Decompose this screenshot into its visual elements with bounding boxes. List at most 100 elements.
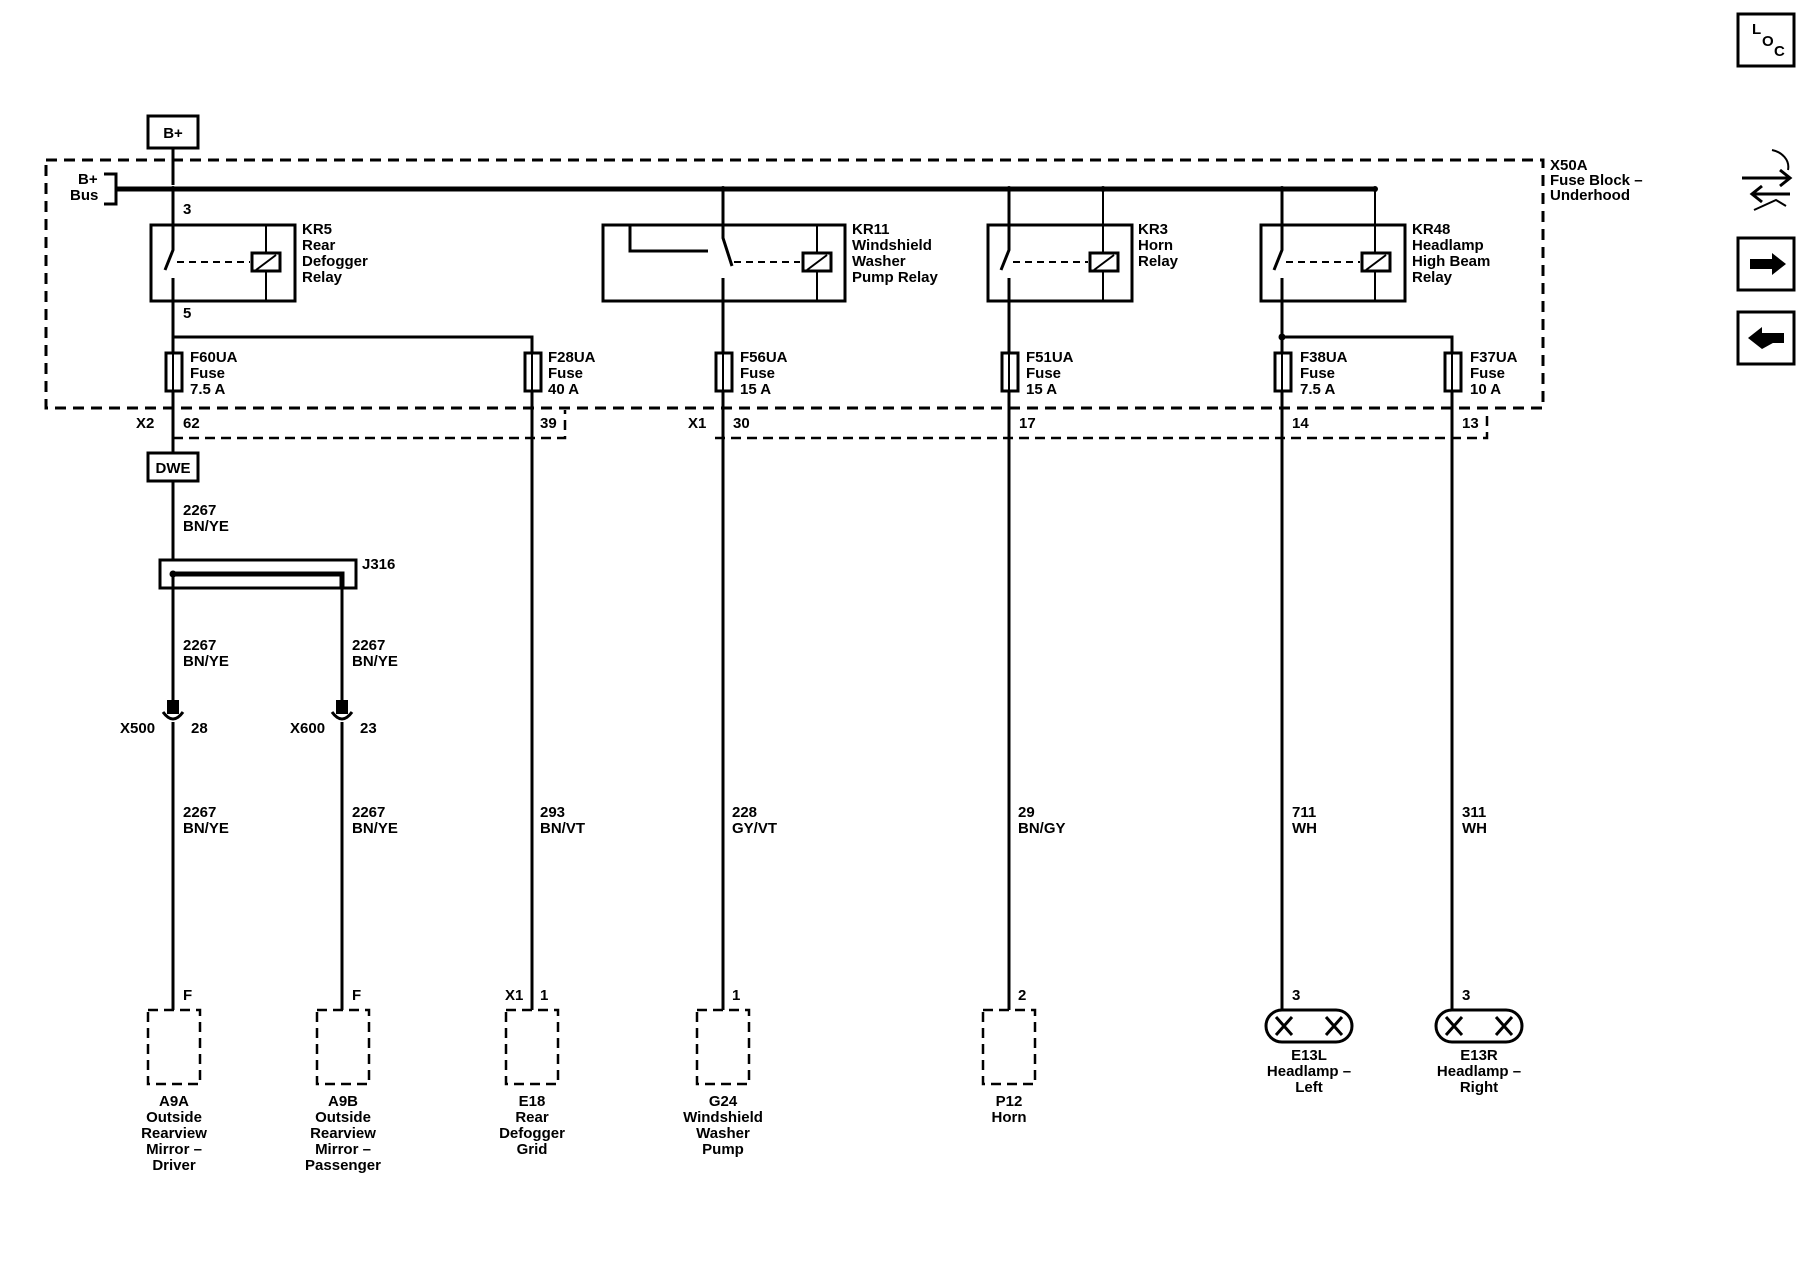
component-desc: Outside: [315, 1109, 371, 1126]
fuse-name: F51UA: [1026, 349, 1074, 366]
connector-pin: 39: [540, 415, 557, 432]
component-desc: Passenger: [305, 1157, 381, 1174]
wire-color: BN/VT: [540, 820, 585, 837]
wire-color: BN/YE: [183, 518, 229, 535]
component-id: A9B: [328, 1093, 358, 1110]
connector-name: X1: [688, 415, 706, 432]
component-desc: Left: [1295, 1079, 1323, 1096]
connector-pin: 62: [183, 415, 200, 432]
fuse-rating: 10 A: [1470, 381, 1501, 398]
battery-label: B+: [163, 125, 183, 142]
relay-kr48: KR48 Headlamp High Beam Relay: [1259, 189, 1490, 337]
wire-color: BN/GY: [1018, 820, 1066, 837]
component-desc: Headlamp –: [1437, 1063, 1521, 1080]
kr48-desc-3: Relay: [1412, 269, 1453, 286]
component-pin: 3: [1462, 987, 1470, 1004]
fuse-type: Fuse: [740, 365, 775, 382]
fuse-block-x50a: X50A Fuse Block – Underhood B+ Bus: [44, 157, 1643, 410]
splice-j316: J316: [158, 556, 395, 590]
component-g24: 1 G24 Windshield Washer Pump: [683, 987, 763, 1158]
wire-circuit: 293: [540, 804, 565, 821]
connector-pin: 30: [733, 415, 750, 432]
wire-color: GY/VT: [732, 820, 777, 837]
kr5-desc-2: Defogger: [302, 253, 368, 270]
fuse-f51ua: F51UA Fuse 15 A: [1000, 349, 1074, 398]
wire-circuit: 311: [1462, 804, 1486, 821]
component-pin: 2: [1018, 987, 1026, 1004]
loc-letter-c: C: [1774, 43, 1785, 60]
kr3-desc-1: Horn: [1138, 237, 1173, 254]
component-id: G24: [709, 1093, 738, 1110]
component-pin: 3: [1292, 987, 1300, 1004]
component-a9a: F A9A Outside Rearview Mirror – Driver: [141, 987, 207, 1174]
fuse-block-desc: Fuse Block –: [1550, 172, 1643, 189]
fuse-rating: 15 A: [1026, 381, 1057, 398]
connector-pin: 13: [1462, 415, 1479, 432]
kr5-name: KR5: [302, 221, 332, 238]
wire-color: WH: [1292, 820, 1317, 837]
component-id: E18: [519, 1093, 546, 1110]
wire-circuit: 29: [1018, 804, 1035, 821]
component-id: A9A: [159, 1093, 189, 1110]
lamp-icon: [1274, 1016, 1344, 1036]
connector-pin: 23: [360, 720, 377, 737]
wire-color: WH: [1462, 820, 1487, 837]
lamp-icon: [1444, 1016, 1514, 1036]
arrow-right-icon[interactable]: [1736, 236, 1796, 292]
relay-kr11: KR11 Windshield Washer Pump Relay: [601, 189, 939, 303]
loc-letter-o: O: [1762, 33, 1774, 50]
component-desc: Driver: [152, 1157, 196, 1174]
component-pin: F: [183, 987, 192, 1004]
connector-pin: 17: [1019, 415, 1036, 432]
fuse-rating: 7.5 A: [1300, 381, 1335, 398]
relay-kr5: 3 5 KR5 Rear Defogger Relay: [149, 189, 368, 322]
connector-name: X600: [290, 720, 325, 737]
connector-x2: X2 62 39: [136, 410, 567, 440]
kr48-output-branch: [1282, 335, 1454, 353]
component-connector: X1: [505, 987, 523, 1004]
fuse-f28ua: F28UA Fuse 40 A: [523, 349, 596, 398]
component-pin: 1: [540, 987, 548, 1004]
wire-circuit: 2267: [183, 637, 216, 654]
component-desc: Headlamp –: [1267, 1063, 1351, 1080]
kr48-name: KR48: [1412, 221, 1450, 238]
wire-circuit: 2267: [183, 502, 216, 519]
kr3-desc-2: Relay: [1138, 253, 1179, 270]
component-desc: Mirror –: [315, 1141, 371, 1158]
connector-name: X500: [120, 720, 155, 737]
option-label: DWE: [156, 460, 191, 477]
component-a9b: F A9B Outside Rearview Mirror – Passenge…: [305, 987, 381, 1174]
component-desc: Pump: [702, 1141, 744, 1158]
connector-x1: X1 30 17 14 13: [688, 410, 1489, 440]
wire-circuit: 711: [1292, 804, 1316, 821]
battery-supply: B+: [146, 114, 200, 185]
kr11-name: KR11: [852, 221, 890, 238]
component-desc: Windshield: [683, 1109, 763, 1126]
kr5-output-wire: [171, 301, 534, 353]
wire-color: BN/YE: [183, 653, 229, 670]
fuse-name: F37UA: [1470, 349, 1518, 366]
fuse-rating: 40 A: [548, 381, 579, 398]
kr11-desc-1: Windshield: [852, 237, 932, 254]
fuse-type: Fuse: [548, 365, 583, 382]
connector-pin: 28: [191, 720, 208, 737]
component-id: E13L: [1291, 1047, 1327, 1064]
inline-connector-x500: X500 28: [120, 700, 208, 737]
kr3-name: KR3: [1138, 221, 1168, 238]
inline-connector-x600: X600 23: [290, 700, 377, 737]
kr11-desc-2: Washer: [852, 253, 906, 270]
fuse-rating: 7.5 A: [190, 381, 225, 398]
component-desc: Right: [1460, 1079, 1498, 1096]
relay-kr3: KR3 Horn Relay: [986, 189, 1179, 303]
fuse-type: Fuse: [1300, 365, 1335, 382]
component-desc: Rearview: [141, 1125, 207, 1142]
bus-label: B+: [78, 171, 98, 188]
loc-icon[interactable]: L O C: [1736, 12, 1796, 68]
component-desc: Defogger: [499, 1125, 565, 1142]
arrow-left-icon[interactable]: [1736, 310, 1796, 366]
option-box-dwe: DWE: [146, 451, 200, 483]
component-desc: Rearview: [310, 1125, 376, 1142]
loc-letter-l: L: [1752, 21, 1761, 38]
wrench-swap-icon[interactable]: [1742, 149, 1793, 211]
